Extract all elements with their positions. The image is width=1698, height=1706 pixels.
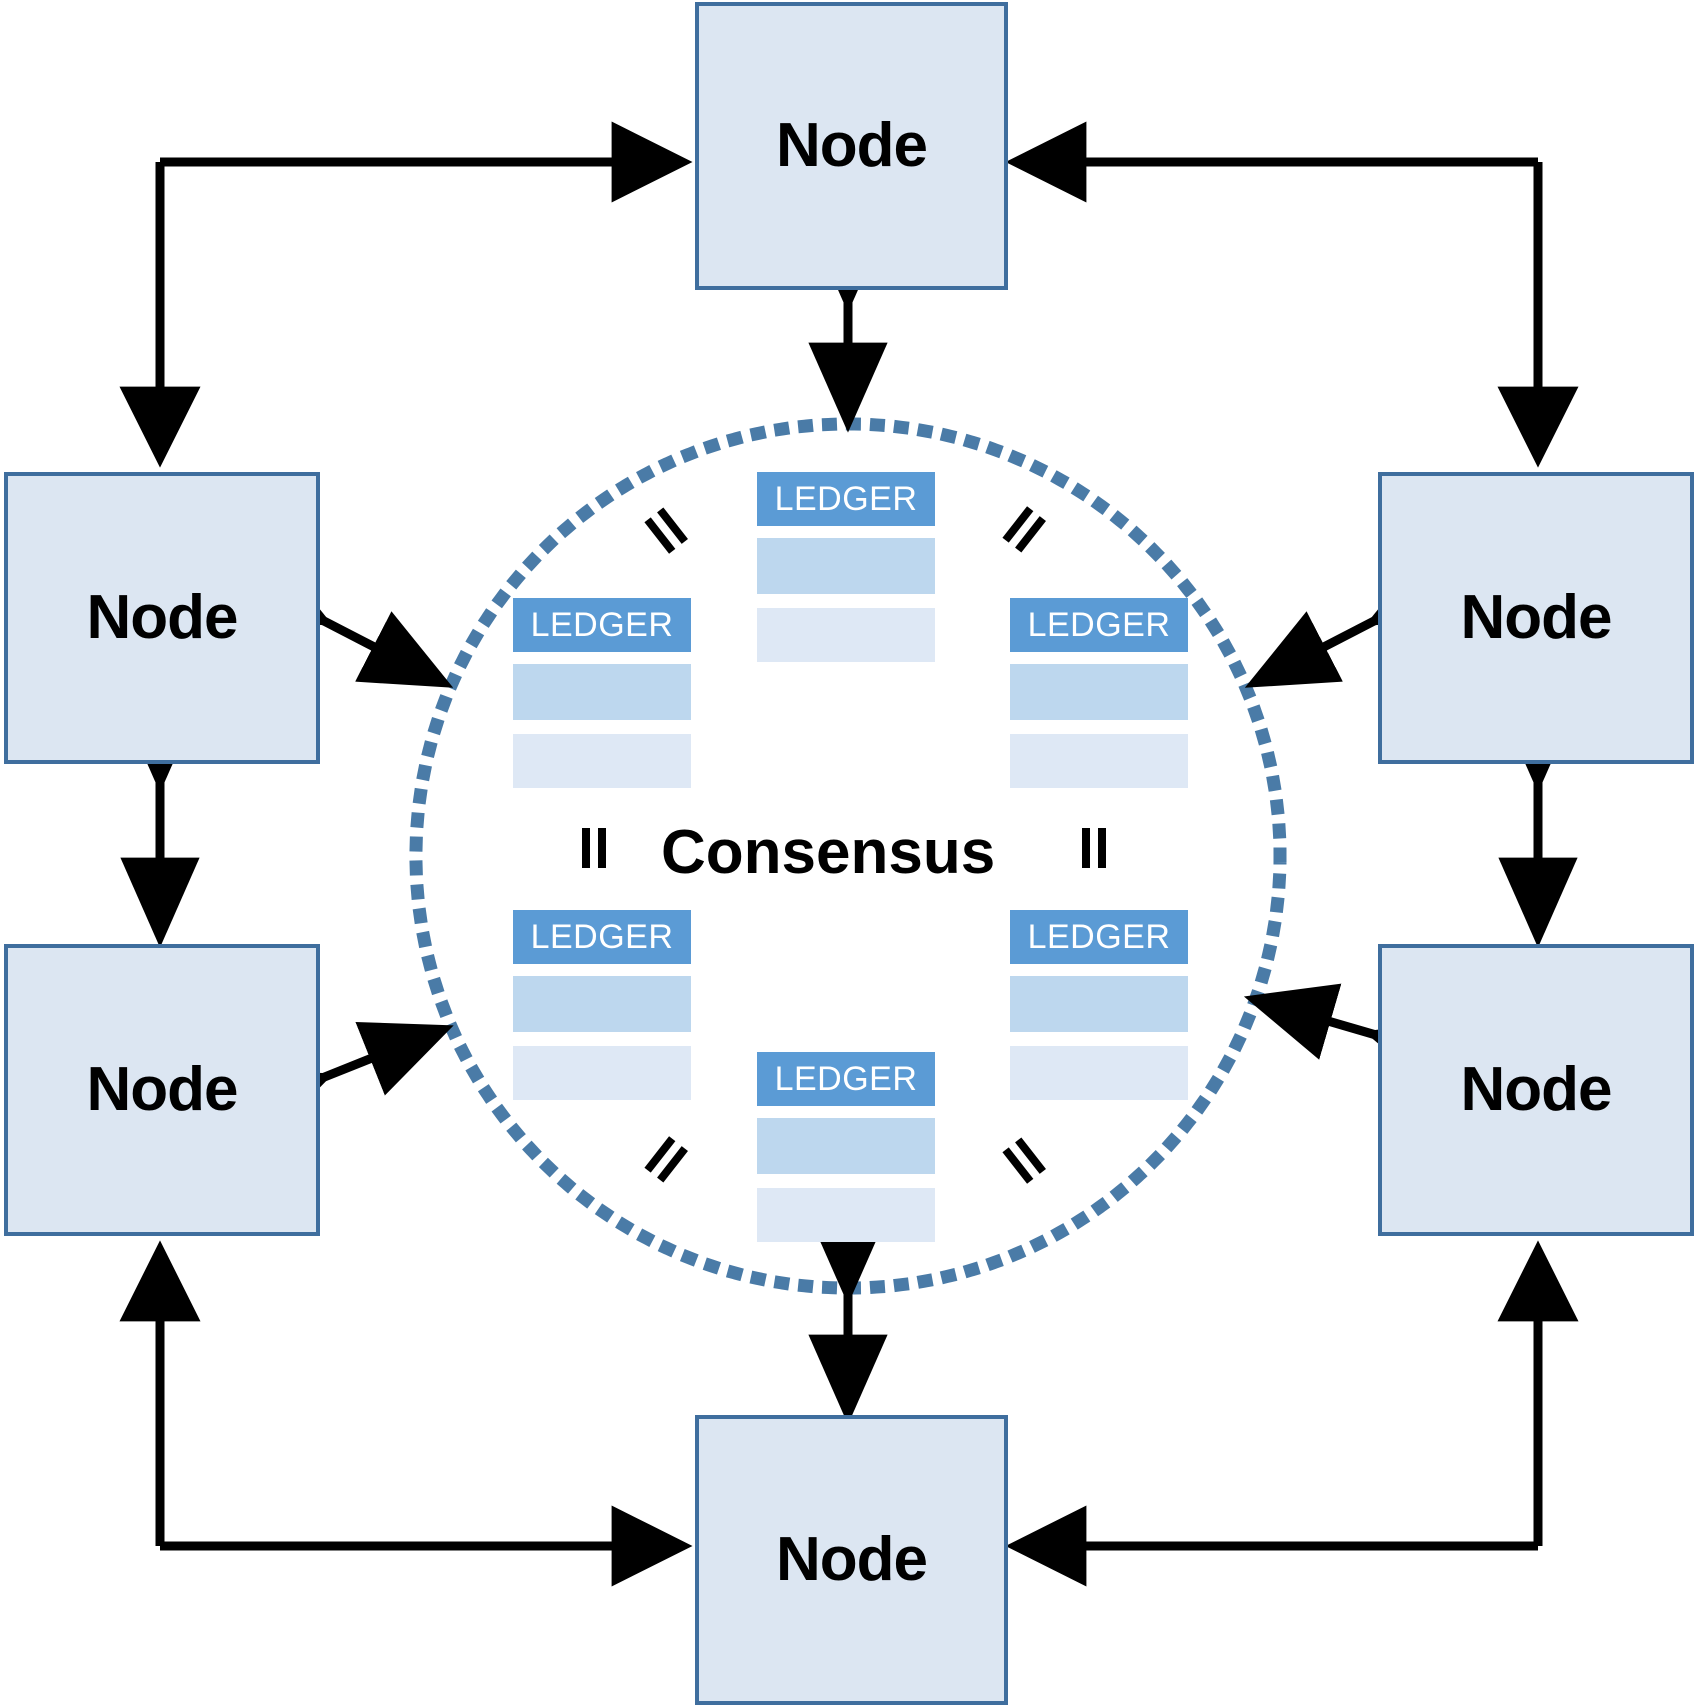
ledger-right-upper-row-2 bbox=[1010, 734, 1188, 788]
ledger-left-lower-row-1 bbox=[513, 976, 691, 1032]
equals-bottom-right bbox=[999, 1134, 1050, 1186]
node-left-upper[interactable]: Node bbox=[4, 472, 320, 764]
ledger-right-upper[interactable]: LEDGER bbox=[1010, 598, 1188, 788]
consensus-label: Consensus bbox=[661, 818, 996, 887]
equals-middle-right bbox=[1078, 828, 1112, 868]
node-bottom[interactable]: Node bbox=[695, 1415, 1008, 1705]
ledger-top[interactable]: LEDGER bbox=[757, 472, 935, 662]
equals-middle-left bbox=[578, 828, 612, 868]
equals-bottom-left bbox=[641, 1134, 692, 1186]
node-bottom-label: Node bbox=[776, 1525, 928, 1594]
ledger-bottom-label: LEDGER bbox=[757, 1052, 935, 1106]
ledger-right-lower[interactable]: LEDGER bbox=[1010, 910, 1188, 1100]
node-right-upper[interactable]: Node bbox=[1378, 472, 1694, 764]
ledger-right-upper-row-1 bbox=[1010, 664, 1188, 720]
equals-top-right bbox=[999, 504, 1050, 556]
node-left-upper-label: Node bbox=[86, 583, 239, 652]
ledger-left-upper[interactable]: LEDGER bbox=[513, 598, 691, 788]
ledger-right-lower-row-2 bbox=[1010, 1046, 1188, 1100]
arrow-left-lower-to-circle bbox=[235, 1021, 454, 1144]
ledger-top-row-1 bbox=[757, 538, 935, 594]
ledger-right-upper-label: LEDGER bbox=[1010, 598, 1188, 652]
node-right-lower[interactable]: Node bbox=[1378, 944, 1694, 1236]
ledger-left-lower-row-2 bbox=[513, 1046, 691, 1100]
ledger-left-upper-row-1 bbox=[513, 664, 691, 720]
ledger-left-lower-label: LEDGER bbox=[513, 910, 691, 964]
ledger-bottom-row-2 bbox=[757, 1188, 935, 1242]
ledger-bottom[interactable]: LEDGER bbox=[757, 1052, 935, 1242]
node-top-label: Node bbox=[776, 111, 928, 180]
node-right-lower-label: Node bbox=[1460, 1055, 1613, 1124]
arrow-left-upper-to-circle bbox=[235, 549, 454, 688]
ledger-top-label: LEDGER bbox=[757, 472, 935, 526]
node-top[interactable]: Node bbox=[695, 2, 1008, 290]
arrow-right-upper-to-circle bbox=[1244, 549, 1463, 688]
node-left-lower-label: Node bbox=[86, 1055, 239, 1124]
ledger-left-lower[interactable]: LEDGER bbox=[513, 910, 691, 1100]
node-left-lower[interactable]: Node bbox=[4, 944, 320, 1236]
ledger-left-upper-row-2 bbox=[513, 734, 691, 788]
node-right-upper-label: Node bbox=[1460, 583, 1613, 652]
ledger-top-row-2 bbox=[757, 608, 935, 662]
ledger-left-upper-label: LEDGER bbox=[513, 598, 691, 652]
ledger-right-lower-label: LEDGER bbox=[1010, 910, 1188, 964]
arrow-right-lower-to-circle bbox=[1243, 983, 1462, 1095]
ledger-bottom-row-1 bbox=[757, 1118, 935, 1174]
ledger-right-lower-row-1 bbox=[1010, 976, 1188, 1032]
equals-top-left bbox=[641, 504, 692, 556]
